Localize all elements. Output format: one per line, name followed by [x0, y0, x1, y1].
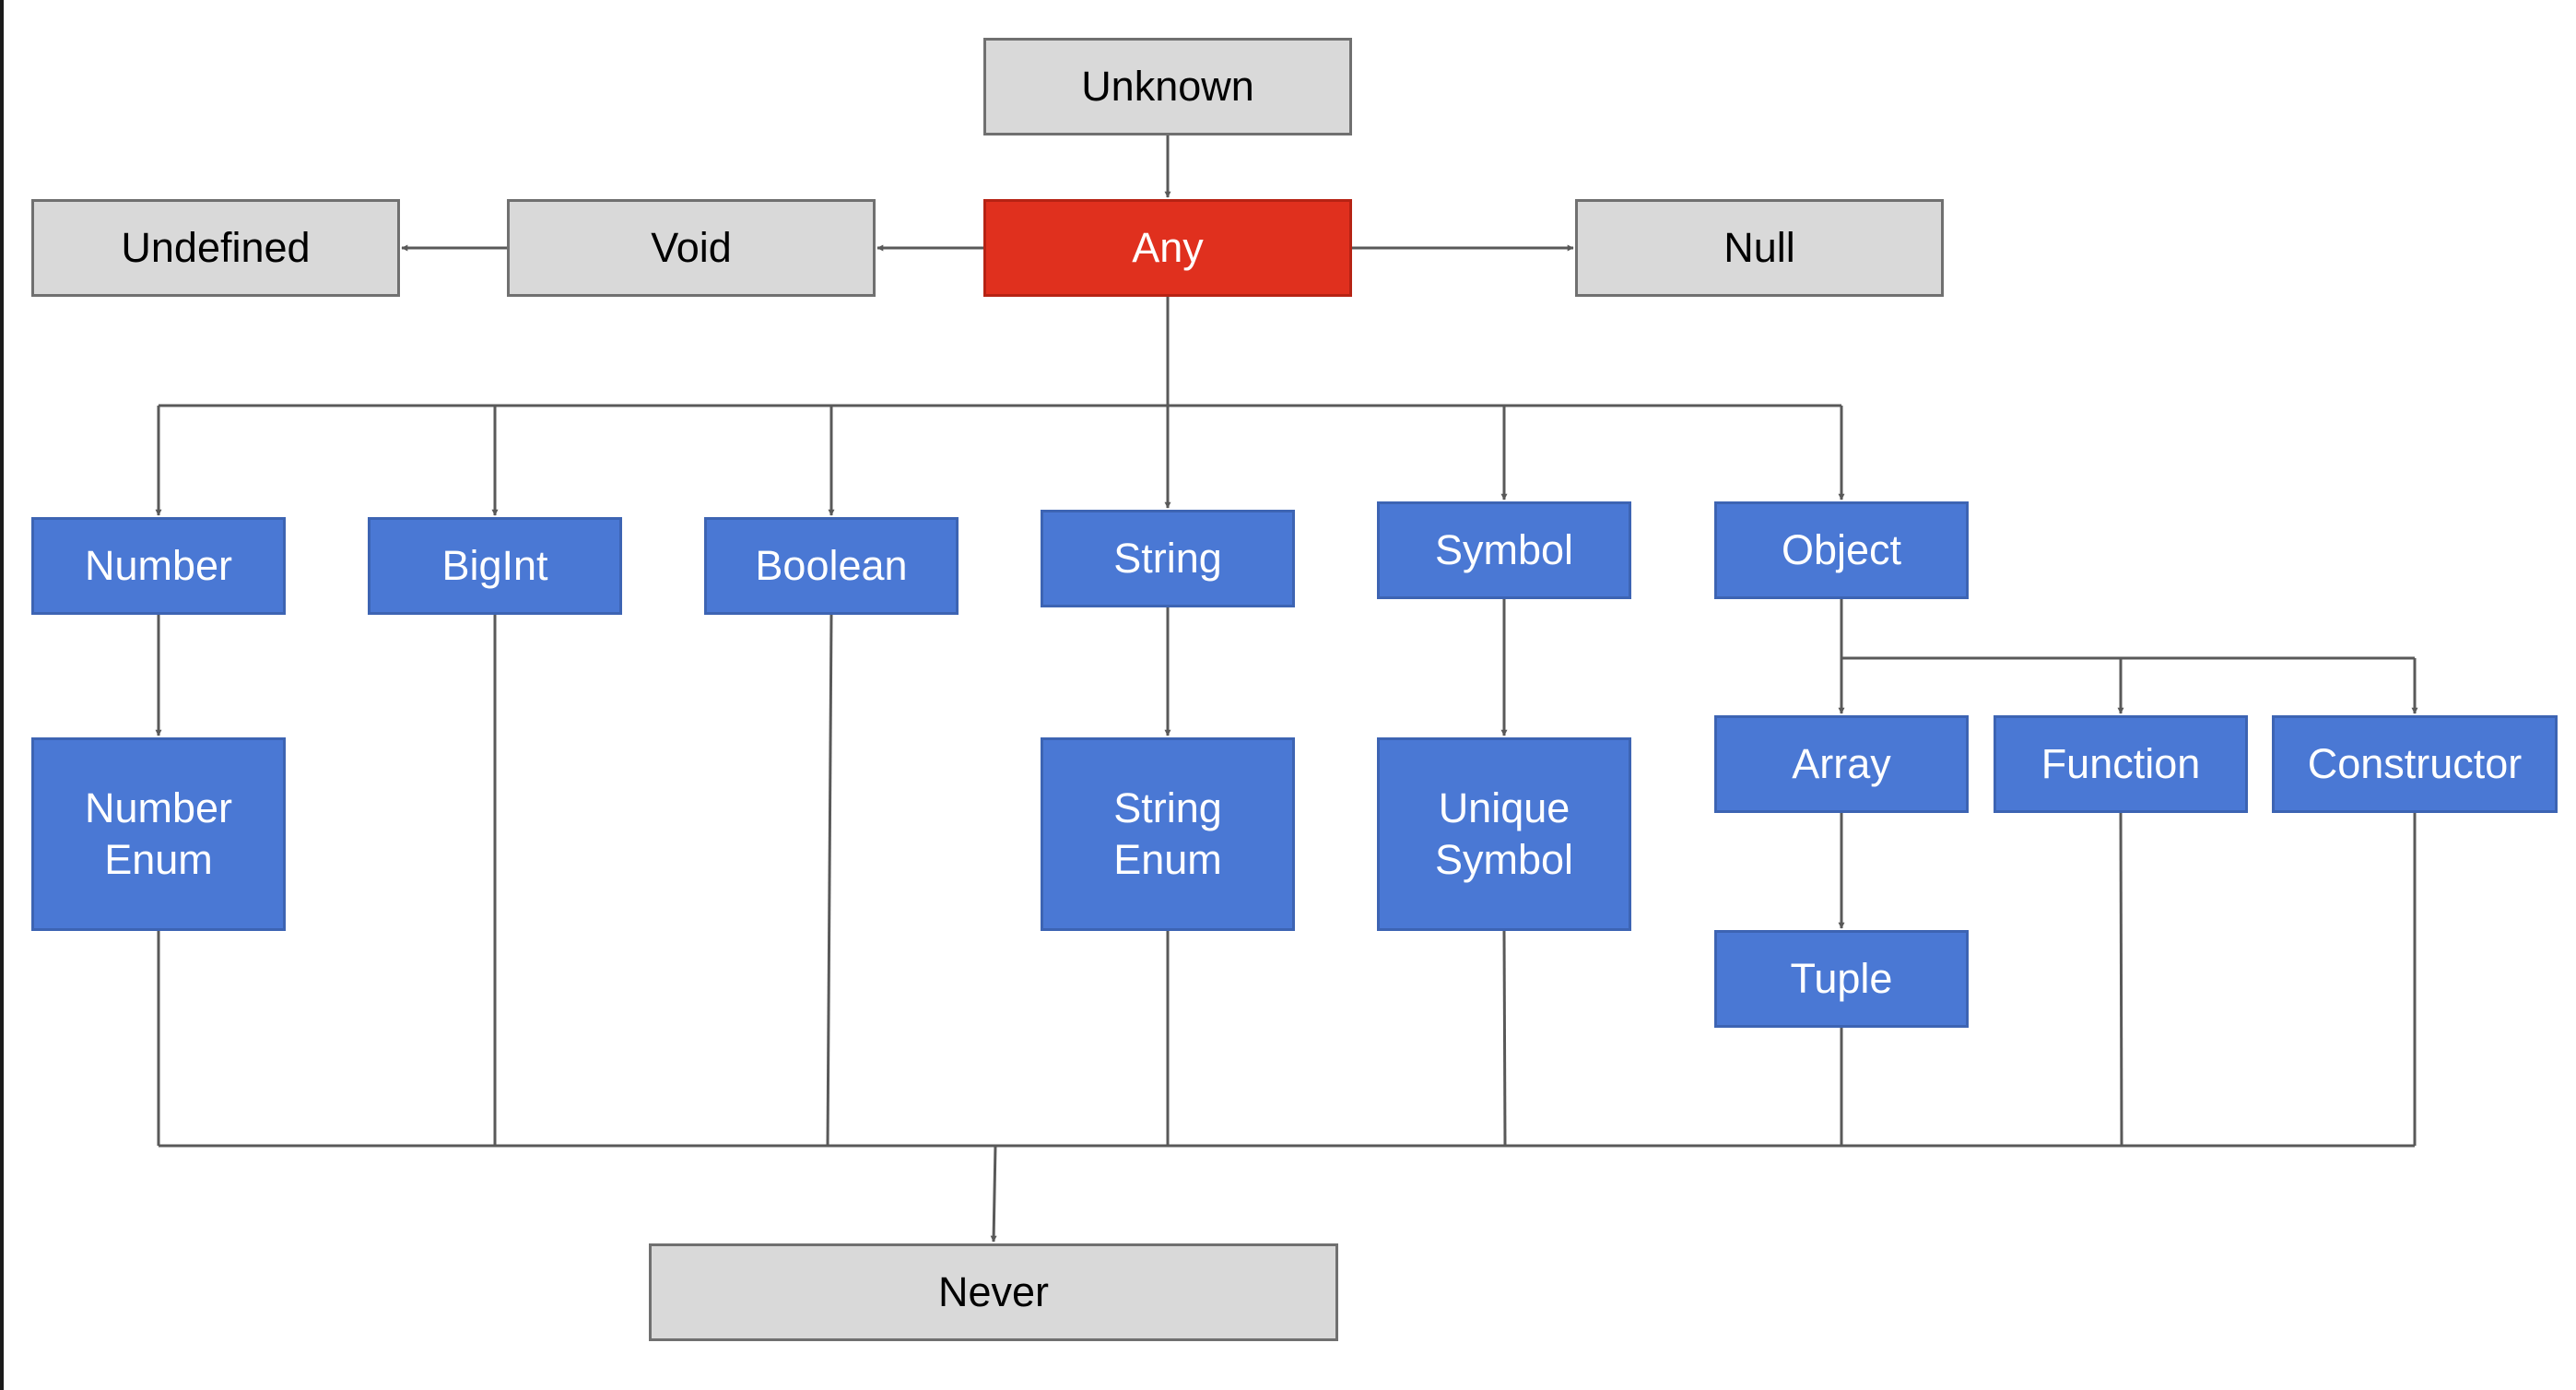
node-undefined: Undefined	[31, 199, 400, 297]
node-bigint-label: BigInt	[441, 541, 548, 589]
node-object-label: Object	[1781, 525, 1902, 573]
node-object: Object	[1714, 501, 1969, 599]
node-unknown-label: Unknown	[1081, 62, 1254, 110]
node-number-enum: Number Enum	[31, 737, 286, 931]
node-function-label: Function	[2041, 739, 2201, 787]
node-string-enum: String Enum	[1041, 737, 1295, 931]
edge-bus-never	[990, 1145, 997, 1243]
node-null-label: Null	[1723, 223, 1795, 271]
node-symbol-label: Symbol	[1434, 525, 1574, 573]
node-constructor-label: Constructor	[2307, 739, 2523, 787]
node-string-label: String	[1113, 534, 1222, 582]
node-number: Number	[31, 517, 286, 615]
node-never-label: Never	[937, 1267, 1050, 1315]
node-tuple: Tuple	[1714, 930, 1969, 1028]
edge-function-never	[2119, 812, 2123, 1147]
node-array-label: Array	[1792, 739, 1891, 787]
node-boolean-label: Boolean	[755, 541, 908, 589]
node-number-label: Number	[84, 541, 233, 589]
node-symbol: Symbol	[1377, 501, 1631, 599]
node-bigint: BigInt	[368, 517, 622, 615]
node-any-label: Any	[1132, 223, 1204, 271]
edge-boolean-never	[826, 614, 833, 1147]
node-tuple-label: Tuple	[1790, 954, 1893, 1002]
node-void-label: Void	[651, 223, 732, 271]
node-undefined-label: Undefined	[121, 223, 311, 271]
node-null: Null	[1575, 199, 1944, 297]
node-constructor: Constructor	[2272, 715, 2558, 813]
edge-uniquesymbol-never	[1502, 930, 1507, 1147]
node-unknown: Unknown	[983, 38, 1352, 135]
node-string: String	[1041, 510, 1295, 607]
node-never: Never	[649, 1243, 1338, 1341]
node-unique-symbol: Unique Symbol	[1377, 737, 1631, 931]
node-function: Function	[1994, 715, 2248, 813]
left-edge-border	[0, 0, 4, 1390]
node-any: Any	[983, 199, 1352, 297]
node-boolean: Boolean	[704, 517, 959, 615]
node-string-enum-label: String Enum	[1113, 783, 1222, 883]
node-array: Array	[1714, 715, 1969, 813]
node-number-enum-label: Number Enum	[84, 783, 233, 883]
node-unique-symbol-label: Unique Symbol	[1434, 783, 1574, 883]
node-void: Void	[507, 199, 876, 297]
